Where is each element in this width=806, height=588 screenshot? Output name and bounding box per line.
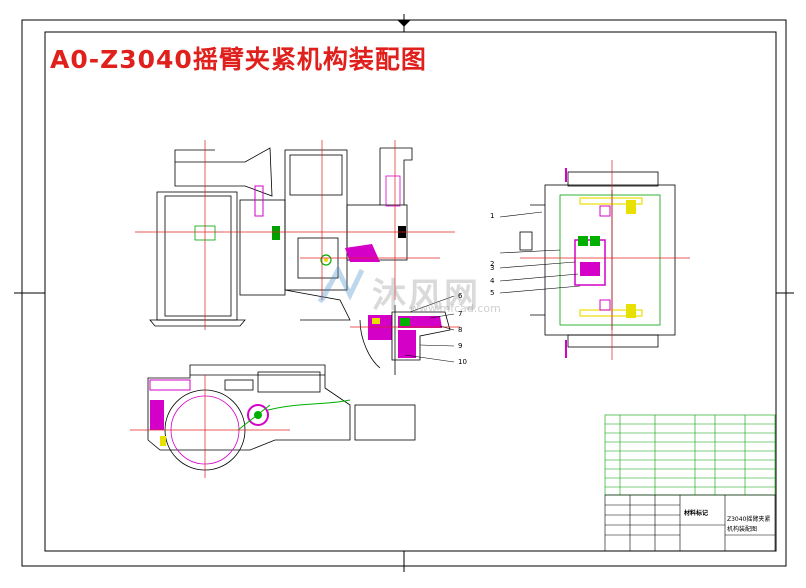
title-block-name-line2: 机构装配图 xyxy=(727,526,758,533)
parts-list-table xyxy=(604,414,776,496)
leader-lines xyxy=(404,211,581,363)
watermark-text: 沐风网 xyxy=(372,276,480,316)
centerlines xyxy=(130,140,690,478)
title-block-name-line1: Z3040摇臂夹紧 xyxy=(727,516,771,523)
callout-number: 8 xyxy=(458,326,463,334)
callout-number: 7 xyxy=(458,310,463,318)
centering-marks xyxy=(14,14,794,572)
title-block-label: 材料标记 xyxy=(684,510,709,517)
callout-number: 6 xyxy=(458,292,463,300)
side-view-colored-parts xyxy=(565,168,643,358)
drawing-title: A0-Z3040摇臂夹紧机构装配图 xyxy=(50,45,427,74)
front-view-colored-parts xyxy=(254,185,406,266)
callout-number: 1 xyxy=(490,212,495,220)
callout-number: 10 xyxy=(458,358,467,366)
watermark-url: www.mfcad.com xyxy=(410,302,501,315)
plan-view xyxy=(147,364,416,471)
callout-number: 5 xyxy=(490,289,495,297)
callout-number: 4 xyxy=(490,277,495,285)
callout-number: 9 xyxy=(458,342,463,350)
section-view xyxy=(359,305,451,375)
watermark-logo-icon xyxy=(317,264,365,304)
callout-number: 3 xyxy=(490,264,495,272)
callout-number: 2 xyxy=(490,260,495,268)
title-block xyxy=(604,494,776,552)
inner-frame xyxy=(44,31,777,552)
plan-view-colored-parts xyxy=(149,379,351,446)
